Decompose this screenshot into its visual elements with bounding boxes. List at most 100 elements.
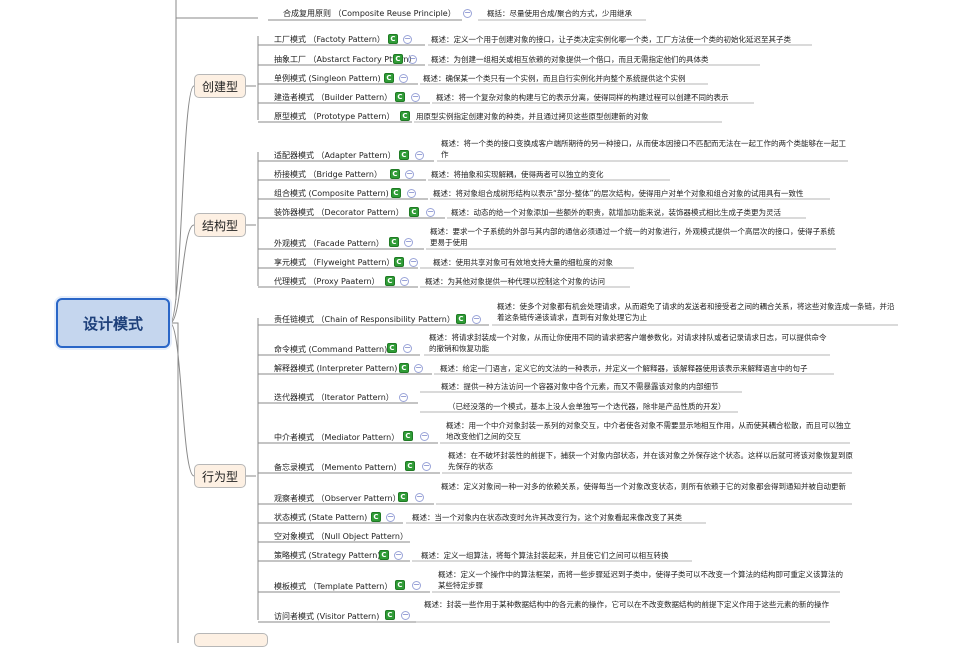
root-topic[interactable]: 设计模式: [56, 298, 170, 348]
collapse-icon[interactable]: −: [399, 392, 408, 402]
note-memento: 概述：在不破坏封装性的前提下，捕获一个对象内部状态，并在该对象之外保存这个状态。…: [448, 451, 853, 471]
note-icon[interactable]: C: [395, 92, 405, 102]
note-flyweight: 概述：使用共享对象可有效地支持大量的细粒度的对象: [433, 258, 613, 267]
note-decorator: 概述：动态的给一个对象添加一些额外的职责，就增加功能来说，装饰器模式相比生成子类…: [451, 208, 781, 217]
note-bridge: 概述：将抽象和实现解耦，使得两者可以独立的变化: [431, 170, 604, 179]
note-command: 概述：将请求封装成一个对象，从而让你使用不同的请求把客户端参数化，对请求排队或者…: [429, 333, 827, 353]
note-factory: 概述：定义一个用于创建对象的接口，让子类决定实例化哪一个类，工厂方法使一个类的初…: [431, 35, 791, 44]
branch-behavioral[interactable]: 行为型: [194, 464, 246, 488]
note-state: 概述：当一个对象内在状态改变时允许其改变行为，这个对象看起来像改变了其类: [412, 513, 682, 522]
note-icon[interactable]: C: [393, 54, 403, 64]
collapse-icon[interactable]: −: [422, 461, 431, 471]
note-composite-reuse: 概括：尽量使用合成/聚合的方式，少用继承: [487, 9, 633, 18]
node-state[interactable]: 状态模式 (State Pattern): [274, 513, 368, 522]
collapse-icon[interactable]: −: [409, 257, 418, 267]
note-visitor: 概述：封装一些作用于某种数据结构中的各元素的操作，它可以在不改变数据结构的前提下…: [424, 600, 829, 609]
node-observer[interactable]: 观察者模式 （Observer Pattern）: [274, 494, 401, 503]
branch-creational[interactable]: 创建型: [194, 74, 246, 98]
note-icon[interactable]: C: [385, 610, 395, 620]
note-strategy: 概述：定义一组算法，将每个算法封装起来，并且使它们之间可以相互转换: [421, 551, 669, 560]
collapse-icon[interactable]: −: [415, 492, 424, 502]
note-icon[interactable]: C: [371, 512, 381, 522]
note-icon[interactable]: C: [389, 237, 399, 247]
collapse-icon[interactable]: −: [420, 431, 429, 441]
node-mediator[interactable]: 中介者模式 （Mediator Pattern）: [274, 433, 400, 442]
node-facade[interactable]: 外观模式 （Facade Pattern）: [274, 239, 384, 248]
note-template: 概述：定义一个操作中的算法框架，而将一些步骤延迟到子类中，使得子类可以不改变一个…: [438, 570, 843, 590]
node-flyweight[interactable]: 享元模式 （Flyweight Pattern）: [274, 258, 395, 267]
node-bridge[interactable]: 桥接模式 （Bridge Pattern）: [274, 170, 382, 179]
node-factory[interactable]: 工厂模式 （Factoty Pattern）: [274, 35, 385, 44]
note-icon[interactable]: C: [388, 34, 398, 44]
collapse-icon[interactable]: −: [411, 92, 420, 102]
collapse-icon[interactable]: −: [403, 343, 412, 353]
note-chain: 概述：使多个对象都有机会处理请求，从而避免了请求的发送者和接受者之间的耦合关系，…: [497, 302, 895, 322]
node-command[interactable]: 命令模式 (Command Pattern): [274, 345, 388, 354]
node-interpreter[interactable]: 解释器模式 (Interpreter Pattern): [274, 364, 398, 373]
collapse-icon[interactable]: −: [408, 54, 417, 64]
collapse-icon[interactable]: −: [414, 363, 423, 373]
collapse-icon[interactable]: −: [415, 150, 424, 160]
note-icon[interactable]: C: [391, 188, 401, 198]
note-icon[interactable]: C: [394, 257, 404, 267]
collapse-icon[interactable]: −: [426, 207, 435, 217]
node-abstract-factory[interactable]: 抽象工厂 （Abstarct Factory Pttern）: [274, 55, 417, 64]
note-icon[interactable]: C: [400, 111, 410, 121]
note-icon[interactable]: C: [384, 73, 394, 83]
collapse-icon[interactable]: −: [403, 34, 412, 44]
note-facade: 概述：要求一个子系统的外部与其内部的通信必须通过一个统一的对象进行，外观模式提供…: [430, 227, 835, 247]
note-prototype: 用原型实例指定创建对象的种类，并且通过拷贝这些原型创建新的对象: [416, 112, 649, 121]
note-builder: 概述：将一个复杂对象的构建与它的表示分离，使得同样的构建过程可以创建不同的表示: [436, 93, 729, 102]
note-icon[interactable]: C: [409, 207, 419, 217]
collapse-icon[interactable]: −: [386, 512, 395, 522]
node-memento[interactable]: 备忘录模式 （Memento Pattern）: [274, 463, 402, 472]
note-proxy: 概述：为其他对象提供一种代理以控制这个对象的访问: [425, 277, 605, 286]
collapse-icon[interactable]: −: [405, 169, 414, 179]
node-adapter[interactable]: 适配器模式 （Adapter Pattern）: [274, 151, 396, 160]
note-iterator-extra: （已经没落的一个模式，基本上没人会单独写一个迭代器，除非是产品性质的开发）: [448, 402, 726, 411]
note-iterator: 概述：提供一种方法访问一个容器对象中各个元素，而又不需暴露该对象的内部细节: [441, 382, 719, 391]
note-icon[interactable]: C: [398, 492, 408, 502]
node-decorator[interactable]: 装饰器模式 （Decorator Pattern）: [274, 208, 404, 217]
collapse-icon[interactable]: −: [463, 8, 472, 18]
collapse-icon[interactable]: −: [401, 610, 410, 620]
note-singleton: 概述：确保某一个类只有一个实例，而且自行实例化并向整个系统提供这个实例: [423, 74, 686, 83]
node-null-object[interactable]: 空对象模式 （Null Object Pattern）: [274, 532, 408, 541]
note-icon[interactable]: C: [387, 343, 397, 353]
collapse-icon[interactable]: −: [399, 73, 408, 83]
node-singleton[interactable]: 单例模式 (Singleon Pattern): [274, 74, 381, 83]
collapse-icon[interactable]: −: [400, 276, 409, 286]
node-chain[interactable]: 责任链模式 （Chain of Responsibility Pattern）: [274, 315, 455, 324]
collapse-icon[interactable]: −: [404, 237, 413, 247]
note-icon[interactable]: C: [395, 580, 405, 590]
note-mediator: 概述：用一个中介对象封装一系列的对象交互，中介者使各对象不需要显示地相互作用，从…: [446, 421, 851, 441]
node-prototype[interactable]: 原型模式 （Prototype Pattern）: [274, 112, 395, 121]
note-icon[interactable]: C: [405, 461, 415, 471]
note-interpreter: 概述：给定一门语言，定义它的文法的一种表示，并定义一个解释器，该解释器使用该表示…: [440, 364, 808, 373]
note-icon[interactable]: C: [385, 276, 395, 286]
node-builder[interactable]: 建造者模式 （Builder Pattern）: [274, 93, 393, 102]
node-template[interactable]: 模板模式 （Template Pattern）: [274, 582, 393, 591]
note-icon[interactable]: C: [403, 431, 413, 441]
collapse-icon[interactable]: −: [472, 314, 481, 324]
branch-partial-offscreen[interactable]: [194, 633, 268, 647]
collapse-icon[interactable]: −: [394, 550, 403, 560]
node-visitor[interactable]: 访问者模式 (Visitor Pattern): [274, 612, 380, 621]
note-icon[interactable]: C: [456, 314, 466, 324]
note-composite: 概述：将对象组合成树形结构以表示“部分-整体”的层次结构，使得用户对单个对象和组…: [433, 189, 804, 198]
node-iterator[interactable]: 迭代器模式 （Iterator Pattern）: [274, 393, 394, 402]
note-icon[interactable]: C: [399, 363, 409, 373]
note-observer: 概述：定义对象间一种一对多的依赖关系，使得每当一个对象改变状态，则所有依赖于它的…: [441, 482, 846, 491]
note-icon[interactable]: C: [379, 550, 389, 560]
collapse-icon[interactable]: −: [412, 580, 421, 590]
node-strategy[interactable]: 策略模式 (Strategy Pattern): [274, 551, 381, 560]
node-proxy[interactable]: 代理模式 （Proxy Paatern）: [274, 277, 380, 286]
collapse-icon[interactable]: −: [407, 188, 416, 198]
note-icon[interactable]: C: [399, 150, 409, 160]
note-adapter: 概述：将一个类的接口变换成客户端所期待的另一种接口，从而使本因接口不匹配而无法在…: [441, 139, 846, 159]
note-icon[interactable]: C: [390, 169, 400, 179]
note-abstract-factory: 概述：为创建一组相关或相互依赖的对象提供一个借口，而且无需指定他们的具体类: [431, 55, 709, 64]
node-composite-reuse[interactable]: 合成复用原则 （Composite Reuse Principle）: [283, 9, 456, 18]
branch-structural[interactable]: 结构型: [194, 213, 246, 237]
node-composite[interactable]: 组合模式 (Composite Pattern): [274, 189, 389, 198]
